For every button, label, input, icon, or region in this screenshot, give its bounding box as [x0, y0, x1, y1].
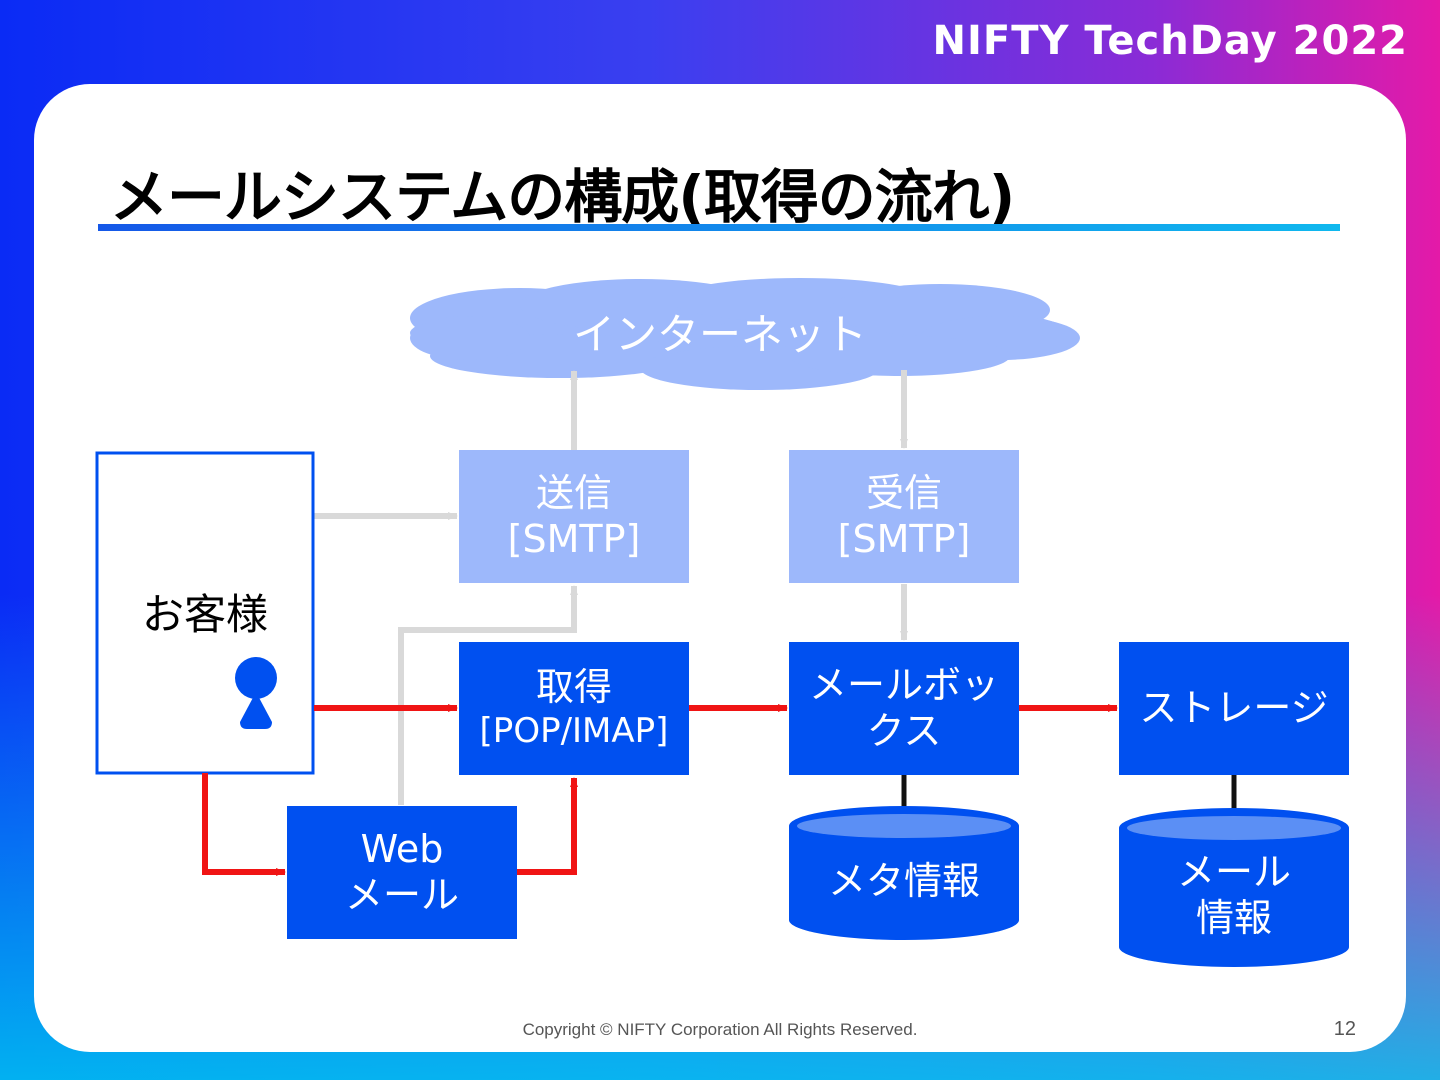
internet-cloud	[410, 278, 1080, 390]
cloud-label: インターネット	[572, 309, 867, 359]
storage-label: ストレージ	[1139, 685, 1329, 730]
arrow-webmail-to-fetch	[517, 777, 578, 875]
mailbox-label: メールボッ クス	[789, 642, 1019, 775]
webmail-label: Web メール	[287, 806, 517, 939]
send-box	[459, 450, 689, 583]
webmail-label-line1: Web	[360, 826, 444, 871]
meta-db-label: メタ情報	[827, 859, 980, 904]
receive-label: 受信 [SMTP]	[789, 450, 1019, 583]
mail-db-label: メール 情報	[1119, 846, 1349, 946]
webmail-box	[287, 806, 517, 939]
copyright-text: Copyright © NIFTY Corporation All Rights…	[522, 1020, 918, 1039]
mailbox-box	[789, 642, 1019, 775]
slide-title: メールシステムの構成(取得の流れ)	[110, 163, 1015, 231]
send-label: 送信 [SMTP]	[459, 450, 689, 583]
person-icon	[235, 657, 277, 729]
mailbox-label-line2: クス	[866, 708, 942, 753]
fetch-box	[459, 642, 689, 775]
mail-db-cylinder	[1119, 808, 1349, 967]
receive-label-line2: [SMTP]	[837, 516, 971, 561]
send-label-line1: 送信	[535, 470, 612, 515]
fetch-label-line1: 取得	[535, 665, 612, 710]
receive-box	[789, 450, 1019, 583]
mailbox-label-line1: メールボッ	[808, 662, 999, 707]
mail-db-label-line1: メール	[1176, 850, 1291, 895]
meta-db-cylinder	[789, 806, 1019, 940]
send-label-line2: [SMTP]	[507, 516, 641, 561]
mail-db-label-line2: 情報	[1195, 896, 1272, 940]
customer-box	[95, 451, 315, 775]
customer-label: お客様	[141, 589, 268, 639]
page-number: 12	[1333, 1018, 1356, 1040]
webmail-label-line2: メール	[344, 872, 459, 917]
brand-logo: NIFTY TechDay 2022	[932, 18, 1408, 64]
fetch-label-line2: [POP/IMAP]	[479, 710, 669, 751]
fetch-label: 取得 [POP/IMAP]	[459, 642, 689, 775]
receive-label-line1: 受信	[865, 470, 942, 515]
arrow-webmail-to-send	[398, 585, 578, 805]
title-underline	[98, 224, 1340, 231]
arrow-customer-to-webmail	[202, 773, 286, 876]
storage-box	[1119, 642, 1349, 775]
